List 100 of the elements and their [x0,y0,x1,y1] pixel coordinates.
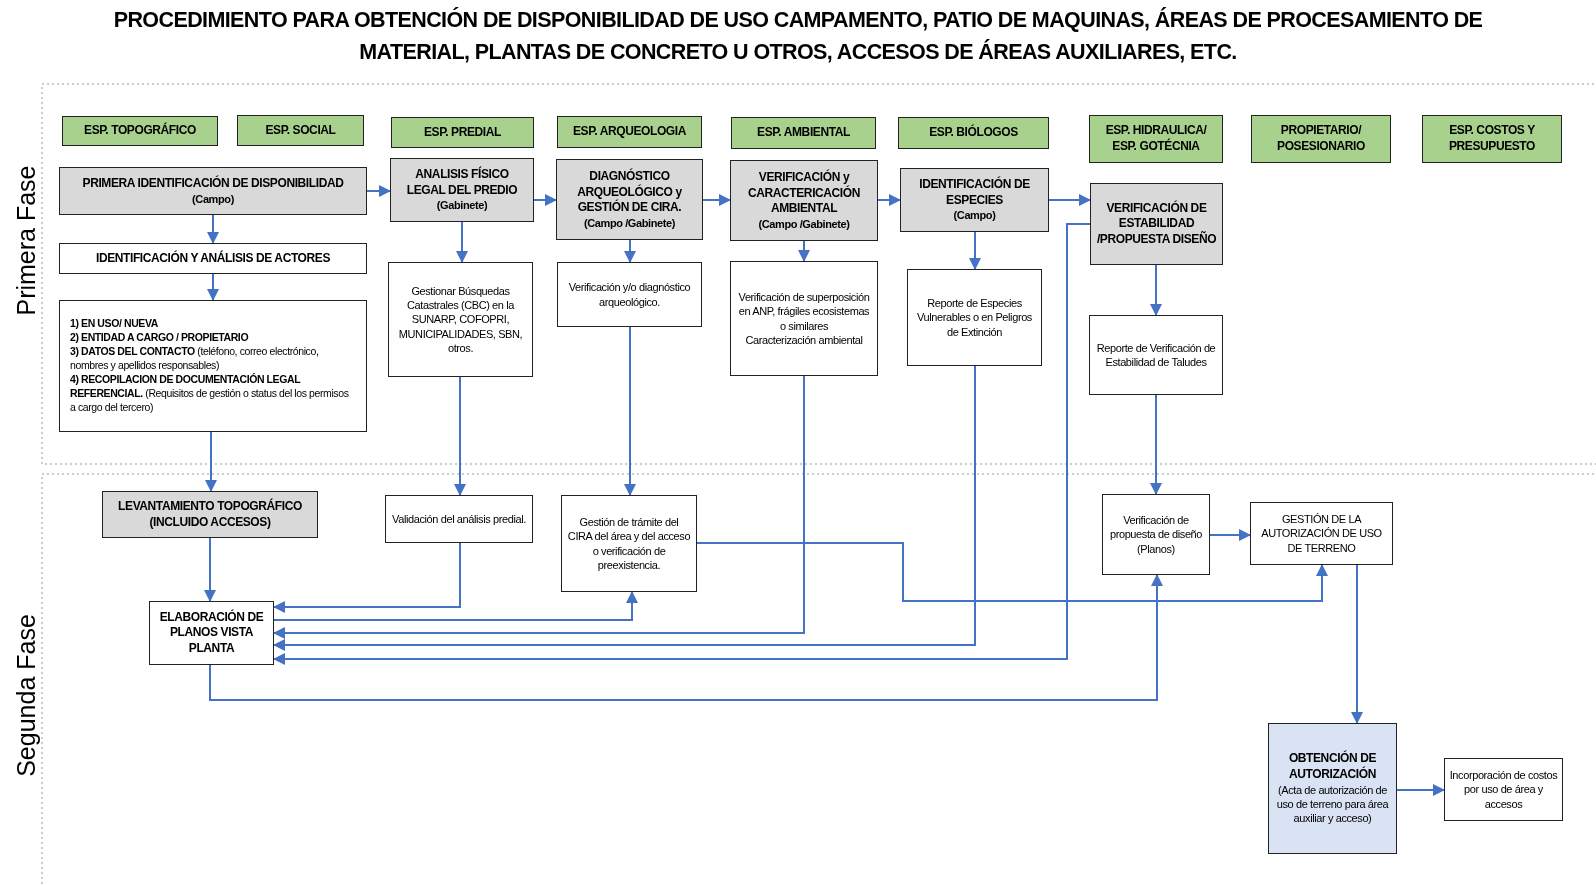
arrow [273,223,1091,665]
box-text: ELABORACIÓN DE PLANOS VISTA PLANTA [158,609,265,657]
arrow [204,537,216,602]
arrow [273,591,638,621]
arrow [366,185,391,197]
arrow [1150,394,1162,495]
box-text: Verificación de superposición en ANP, frágiles ecosistemas o similares [737,289,871,333]
box-text: ESP. AMBIENTAL [757,125,850,141]
process-box [1090,183,1223,265]
arrow [273,375,805,639]
process-box [900,168,1049,232]
process-box [907,269,1042,366]
arrow [877,194,901,206]
box-text: Incorporación de costos por uso de área y accesos [1449,768,1558,811]
process-box [388,262,533,377]
box-text: ESP. TOPOGRÁFICO [84,123,196,139]
diagram-title: PROCEDIMIENTO PARA OBTENCIÓN DE DISPONIBILIDAD DE USO CAMPAMENTO, PATIO DE MAQUINAS, ÁREAS DE PROCESAMIENTO DE MATERIAL, PLANTAS DE CONCRETO U OTROS, ACCESOS DE ÁREAS AUXILIARES, ETC. [112,6,1484,66]
box-subtext: Caracterización ambiental [745,332,863,348]
box-text: Verificación de propuesta de diseño (Planos) [1108,513,1204,556]
box-text: OBTENCIÓN DE AUTORIZACIÓN [1287,751,1378,783]
arrow [1351,564,1363,724]
process-box [390,158,534,222]
box-text: IDENTIFICACIÓN Y ANÁLISIS DE ACTORES [95,250,331,267]
box-text: ESP. COSTOS Y PRESUPUESTO [1447,123,1537,155]
box-text: PRIMERA IDENTIFICACIÓN DE DISPONIBILIDAD [82,176,344,192]
arrow [207,273,219,301]
role-header [237,115,364,146]
role-header [557,116,702,148]
arrow [1048,194,1091,206]
phase-label: Primera Fase [11,165,41,315]
arrow [207,214,219,244]
box-subtext: (Campo /Gabinete) [758,216,850,232]
box-text: Reporte de Verificación de Estabilidad de Taludes [1095,340,1217,370]
arrow [454,376,466,496]
role-header [391,117,534,148]
box-subtext: (Campo) [192,191,234,206]
box-text: IDENTIFICACIÓN DE ESPECIES [918,177,1031,209]
box-text: DIAGNÓSTICO ARQUEOLÓGICO y GESTIÓN DE CIRA. [576,168,683,216]
role-header [898,117,1049,149]
box-text: Gestionar Búsquedas Catastrales (CBC) en la SUNARP, COFOPRI, MUNICIPALIDADES, SBN, otros. [397,283,524,356]
process-box [1089,315,1223,395]
arrow [273,542,461,613]
process-box [1250,502,1393,565]
arrow [205,431,217,492]
checklist-item: 2) ENTIDAD A CARGO / PROPIETARIO [70,331,249,346]
process-box [1102,494,1210,575]
box-text: VERIFICACIÓN y CARACTERICACIÓN AMBIENTAL [747,169,861,217]
process-box [557,262,702,327]
checklist-item: 1) EN USO/ NUEVA [70,317,158,332]
box-text: Validación del análisis predial. [392,511,526,527]
box-text: ESP. ARQUEOLOGIA [573,124,686,140]
role-header [731,117,876,149]
process-box [149,601,274,665]
role-header [62,116,218,146]
arrow [1209,529,1251,541]
phase-label: Segunda Fase [11,613,41,777]
box-text: Gestión de trámite del CIRA del área y del acceso o verificación de preexistencia. [566,514,692,573]
box-text: LEVANTAMIENTO TOPOGRÁFICO (INCLUIDO ACCESOS) [117,498,303,531]
role-header [1089,115,1223,163]
process-box [59,167,367,215]
result-box [1268,723,1397,854]
arrow [209,574,1163,701]
arrow [273,365,976,651]
box-text: VERIFICACIÓN DE ESTABILIDAD /PROPUESTA DISEÑO [1095,200,1218,248]
process-box [385,495,533,543]
process-box [556,159,703,240]
box-text: ESP. HIDRAULICA/ ESP. GOTÉCNIA [1104,123,1208,155]
checklist-box [59,300,367,432]
box-subtext: (Campo /Gabinete) [584,215,675,231]
arrow [1150,264,1162,316]
arrow [969,231,981,270]
arrow [798,240,810,262]
box-subtext: (Acta de autorización de uso de terreno para área auxiliar y acceso) [1275,782,1390,826]
arrow [624,239,636,263]
box-text: Reporte de Especies Vulnerables o en Peligros de Extinción [916,296,1033,339]
arrow [533,194,557,206]
box-text: Verificación y/o diagnóstico arqueológico. [567,280,692,309]
box-text: ESP. SOCIAL [265,122,336,139]
process-box [561,495,697,592]
process-box [1444,758,1563,821]
box-text: ESP. BIÓLOGOS [929,125,1018,141]
process-box [730,261,878,376]
arrow [696,542,1328,602]
role-header [1251,115,1391,163]
arrow [1396,784,1445,796]
box-text: GESTIÓN DE LA AUTORIZACIÓN DE USO DE TERRENO [1260,512,1383,555]
box-text: PROPIETARIO/ POSESIONARIO [1276,123,1366,155]
arrow [624,326,636,496]
box-text: ESP. PREDIAL [424,124,501,141]
box-subtext: (Gabinete) [436,198,488,213]
process-box [59,243,367,274]
process-box [102,491,318,538]
checklist-item: 4) RECOPILACION DE DOCUMENTACIÓN LEGAL REFERENCIAL. (Requisitos de gestión o status del los permisos a cargo del tercero) [70,372,350,415]
box-subtext: (Campo) [953,208,996,223]
box-text: ANALISIS FÍSICO LEGAL DEL PREDIO [405,167,519,199]
checklist-item: 3) DATOS DEL CONTACTO (teléfono, correo electrónico, nombres y apellidos responsables) [70,345,320,373]
arrow [456,221,468,263]
process-box [730,160,878,241]
role-header [1422,115,1562,163]
arrow [702,194,731,206]
